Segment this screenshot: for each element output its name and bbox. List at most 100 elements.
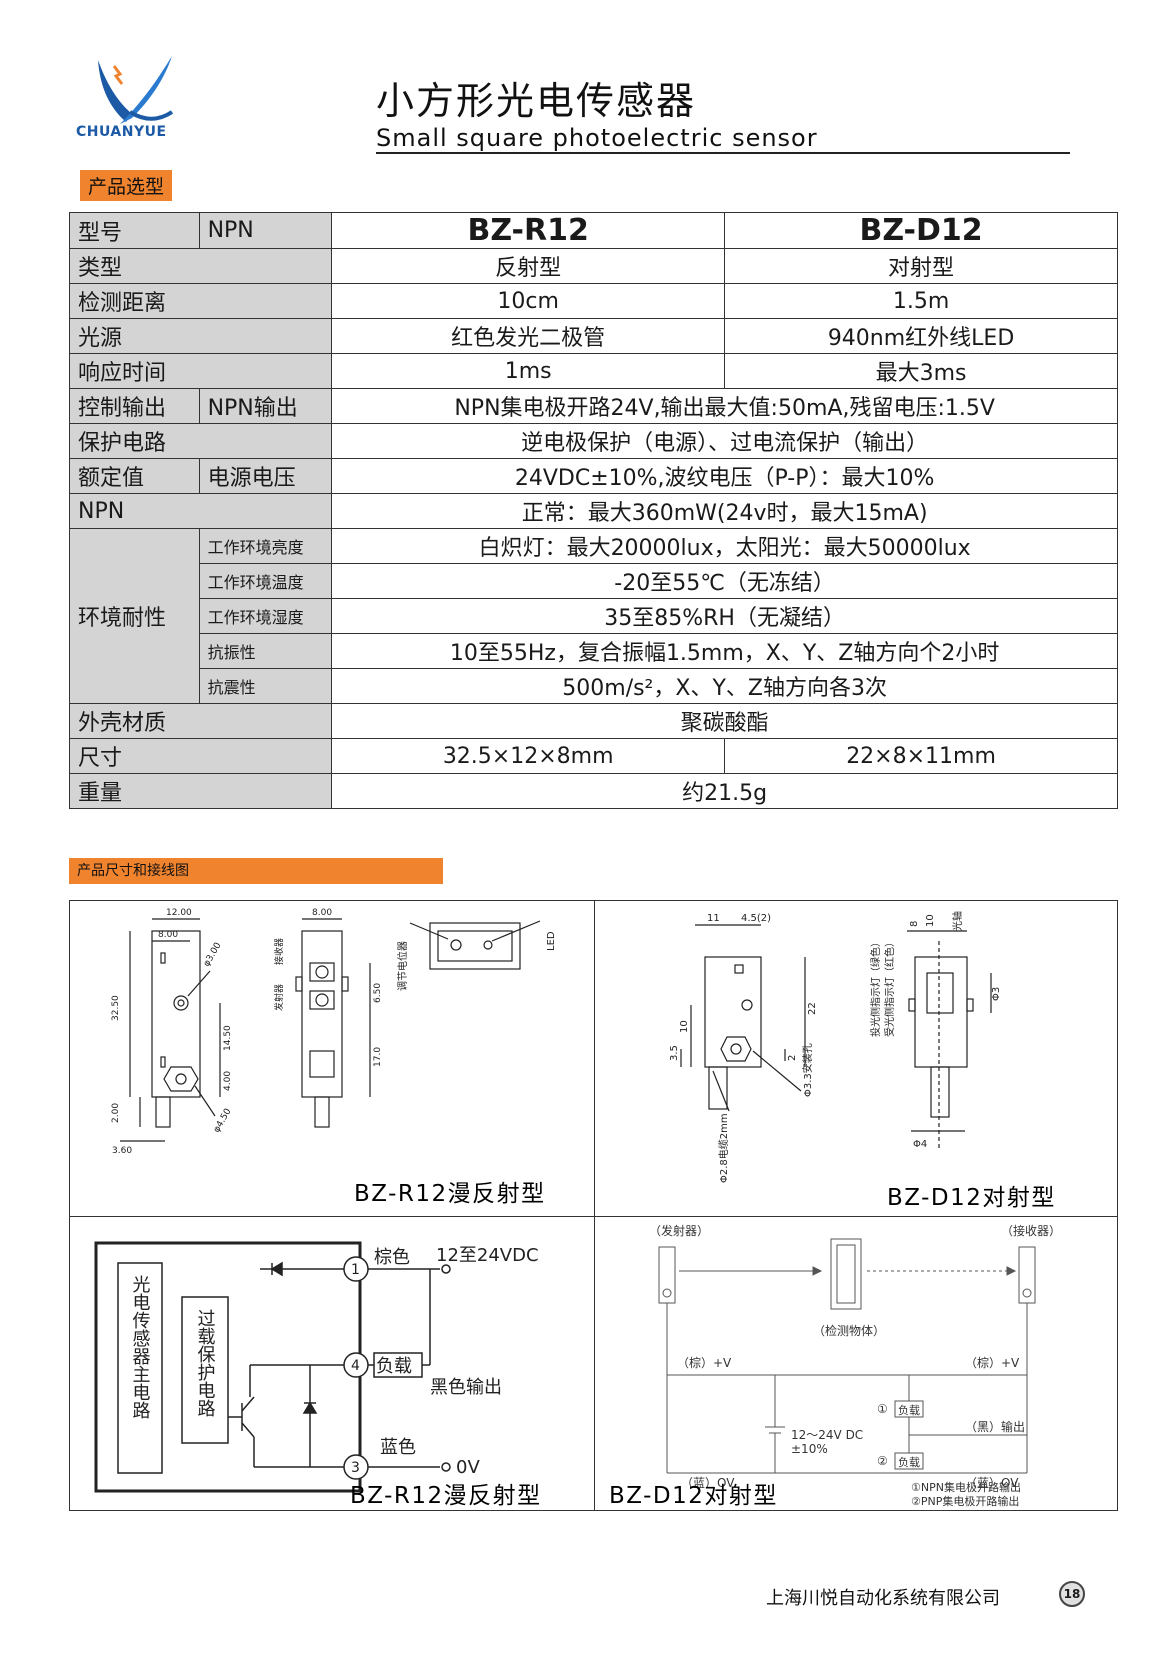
- model-bz-r12: BZ-R12: [331, 212, 726, 249]
- blue-left: （蓝）OV: [681, 1476, 735, 1490]
- env-sublabel: 工作环境湿度: [198, 598, 333, 634]
- tolerance-label: ±10%: [791, 1442, 828, 1456]
- caption-r12-bottom: BZ-R12漫反射型: [350, 1483, 542, 1509]
- black-output: 黑色输出: [430, 1377, 502, 1398]
- table-row: 光源 红色发光二极管 940nm红外线LED: [68, 318, 1118, 354]
- row-sublabel: NPN输出: [198, 388, 333, 424]
- chuanyue-logo: [98, 56, 174, 124]
- r12-dimension-drawing: 12.00 8.00 32.50 φ3.00 14.50 4.00 2.00 3…: [111, 908, 557, 1207]
- caption-d12-top: BZ-D12对射型: [887, 1185, 1056, 1211]
- row-sublabel: NPN: [198, 212, 333, 249]
- row-label: 重量: [68, 773, 333, 809]
- zero-volt: 0V: [456, 1457, 480, 1478]
- d12-dimension-drawing: 11 4.5(2) 10 3.5 22 2 Φ3.3安装孔 Φ2.8电缆2mm …: [669, 911, 1056, 1211]
- dim-label: 17.0: [373, 1047, 383, 1067]
- dim-label: Φ2.8电缆2mm: [717, 1113, 730, 1183]
- row-label: 保护电路: [68, 423, 333, 459]
- wire-brown: 棕色: [374, 1247, 410, 1268]
- dim-label: 6.50: [373, 983, 383, 1003]
- d12-wiring-diagram: （发射器） （接收器） （检测物体） （棕）+V （棕）+V 12～24V DC…: [609, 1223, 1061, 1509]
- table-row: 外壳材质 聚碳酸酯: [68, 703, 1118, 739]
- table-row: 额定值 电源电压 24VDC±10%,波纹电压（P-P）：最大10%: [69, 458, 1118, 494]
- env-sublabel: 工作环境亮度: [198, 528, 333, 564]
- supply-voltage: 12至24VDC: [436, 1245, 539, 1266]
- note-npn: ①NPN集电极开路输出: [911, 1480, 1021, 1494]
- main-circuit-label: 光电传感器主电路: [130, 1275, 151, 1419]
- diagram-divider-horizontal: [69, 1216, 1118, 1217]
- table-row: 工作环境温度 -20至55℃（无冻结）: [70, 563, 1118, 599]
- dim-label: 14.50: [223, 1025, 233, 1051]
- dim-label: 接收器: [273, 938, 285, 965]
- dim-label: 8.00: [158, 930, 178, 940]
- dim-label: 10: [679, 1020, 690, 1033]
- table-row: 尺寸 32.5×12×8mm 22×8×11mm: [68, 738, 1118, 774]
- brand-name: CHUANYUE: [76, 124, 167, 140]
- dim-label: 光轴: [951, 911, 964, 931]
- diagram-divider-vertical: [594, 900, 595, 1511]
- cell: 1.5m: [724, 283, 1118, 319]
- model-bz-d12: BZ-D12: [724, 212, 1118, 249]
- cell: NPN集电极开路24V,输出最大值:50mA,残留电压:1.5V: [331, 388, 1118, 424]
- pot-label: 调节电位器: [396, 941, 409, 991]
- cell: 反射型: [331, 248, 726, 284]
- load-2: 负载: [898, 1455, 920, 1469]
- cell: 35至85%RH（无凝结）: [331, 598, 1118, 634]
- cell: -20至55℃（无冻结）: [331, 563, 1118, 599]
- cell: 500m/s²，X、Y、Z轴方向各3次: [331, 668, 1118, 704]
- env-sublabel: 抗振性: [198, 633, 333, 669]
- company-name: 上海川悦自动化系统有限公司: [766, 1588, 1000, 1609]
- cell: 红色发光二极管: [331, 318, 726, 354]
- page-number: 18: [1059, 1581, 1085, 1607]
- row-label: 响应时间: [68, 353, 333, 389]
- row-label: 检测距离: [68, 283, 333, 319]
- dim-label: 2: [787, 1055, 798, 1061]
- caption-d12-bottom: BZ-D12对射型: [609, 1483, 778, 1509]
- black-output: （黑）输出: [965, 1419, 1025, 1434]
- dim-label: 8.00: [312, 908, 332, 918]
- dim-label: 受光侧指示灯（红色）: [883, 937, 896, 1037]
- load-label: 负载: [376, 1356, 412, 1377]
- brown-left: （棕）+V: [677, 1355, 732, 1370]
- cell: 10至55Hz，复合振幅1.5mm，X、Y、Z轴方向个2小时: [331, 633, 1118, 669]
- brown-right: （棕）+V: [965, 1355, 1020, 1370]
- row-label: 光源: [68, 318, 333, 354]
- table-row: 保护电路 逆电极保护（电源）、过电流保护（输出）: [68, 423, 1118, 459]
- dim-label: 8: [909, 921, 920, 927]
- row-sublabel: 电源电压: [198, 458, 333, 494]
- env-sublabel: 工作环境温度: [198, 563, 333, 599]
- row-label: 型号: [69, 212, 200, 249]
- led-label: LED: [546, 931, 557, 951]
- section-tag-dimensions: 产品尺寸和接线图: [69, 858, 443, 884]
- cell: 聚碳酸酯: [331, 703, 1118, 739]
- dim-label: Φ3: [991, 987, 1002, 1001]
- cell: 940nm红外线LED: [724, 318, 1118, 354]
- dim-label: 22: [807, 1002, 818, 1015]
- r12-wiring-diagram: 1 4 3 棕色 12至24VDC 负载 黑色输出 蓝色 0V 光电传感器主电路…: [94, 1241, 542, 1509]
- table-row: 型号 NPN BZ-R12 BZ-D12: [69, 212, 1118, 249]
- dim-label: Φ4: [913, 1139, 927, 1150]
- row-label: 外壳材质: [68, 703, 333, 739]
- marker-2: ②: [877, 1454, 888, 1468]
- protection-circuit-label: 过载保护电路: [195, 1309, 216, 1417]
- cell: 白炽灯：最大20000lux，太阳光：最大50000lux: [331, 528, 1118, 564]
- cell: 逆电极保护（电源）、过电流保护（输出）: [331, 423, 1118, 459]
- table-row: 控制输出 NPN输出 NPN集电极开路24V,输出最大值:50mA,残留电压:1…: [69, 388, 1118, 424]
- table-row: 工作环境湿度 35至85%RH（无凝结）: [70, 598, 1118, 634]
- dim-label: Φ3.3安装孔: [801, 1043, 814, 1097]
- title-rule: [376, 152, 1070, 154]
- supply-label: 12～24V DC: [791, 1428, 863, 1442]
- spec-table: 型号 NPN BZ-R12 BZ-D12 类型 反射型 对射型 检测距离 10c…: [68, 212, 1118, 809]
- dim-label: 10: [925, 914, 936, 927]
- note-pnp: ②PNP集电极开路输出: [911, 1494, 1019, 1508]
- table-row: 抗振性 10至55Hz，复合振幅1.5mm，X、Y、Z轴方向个2小时: [70, 633, 1118, 669]
- diagram-panel: [69, 900, 1118, 1511]
- cell: 24VDC±10%,波纹电压（P-P）：最大10%: [331, 458, 1118, 494]
- receiver-label: （接收器）: [1001, 1223, 1061, 1238]
- cell: 1ms: [331, 353, 726, 389]
- pin-1: 1: [351, 1262, 360, 1278]
- page-subtitle: Small square photoelectric sensor: [376, 124, 818, 152]
- wire-blue: 蓝色: [380, 1437, 416, 1458]
- dim-label: φ4.50: [212, 1107, 234, 1135]
- cell: 32.5×12×8mm: [331, 738, 726, 774]
- table-row: 环境耐性 工作环境亮度 白炽灯：最大20000lux，太阳光：最大50000lu…: [69, 528, 1118, 704]
